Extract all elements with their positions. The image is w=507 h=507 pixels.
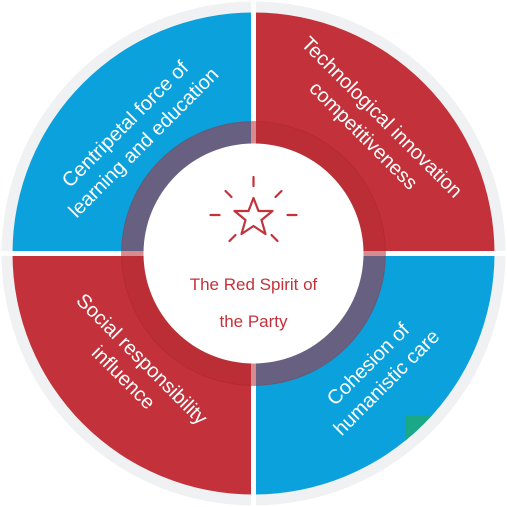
center-circle bbox=[143, 143, 364, 364]
center-title-line-1: The Red Spirit of bbox=[190, 275, 318, 294]
center-title-line-2: the Party bbox=[219, 312, 288, 331]
star-burst-icon bbox=[209, 175, 298, 243]
inner-ring-shade bbox=[121, 121, 386, 386]
